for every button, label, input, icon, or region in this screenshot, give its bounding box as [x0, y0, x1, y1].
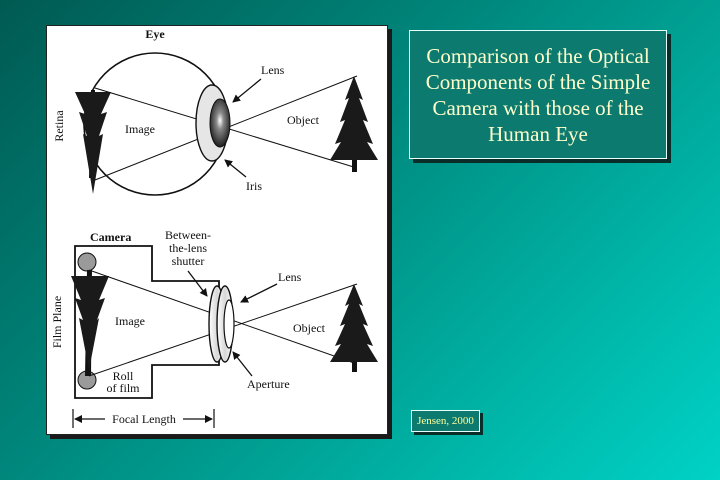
- eye-heading: Eye: [145, 27, 165, 41]
- eye-object-label: Object: [287, 113, 320, 127]
- focal-length-label: Focal Length: [112, 412, 176, 426]
- slide-title: Comparison of the Optical Components of …: [425, 43, 651, 146]
- camera-object-label: Object: [293, 321, 326, 335]
- aperture-label: Aperture: [247, 377, 290, 391]
- film-roll-top: [77, 252, 97, 272]
- shutter-label-line2: the-lens: [169, 241, 207, 255]
- eye-iris-pointer: [224, 159, 247, 178]
- eye-retina-label: Retina: [52, 110, 66, 142]
- diagram-panel: Eye Retina Image Lens Object Iris Camera: [46, 25, 388, 435]
- credit-box: Jensen, 2000: [411, 410, 480, 432]
- shutter-label-line1: Between-: [165, 228, 211, 242]
- camera-aperture-shape: [223, 299, 235, 349]
- eye-lens-label: Lens: [261, 63, 285, 77]
- camera-lens-pointer: [240, 283, 278, 303]
- slide-title-box: Comparison of the Optical Components of …: [409, 30, 667, 159]
- camera-heading: Camera: [90, 230, 131, 244]
- camera-film-plane-label: Film Plane: [50, 296, 64, 348]
- eye-lens-pointer: [232, 78, 262, 103]
- shutter-pointer: [187, 270, 208, 297]
- credit-label: Jensen, 2000: [417, 415, 474, 427]
- roll-label-line2: of film: [107, 381, 141, 395]
- eye-image-label: Image: [125, 122, 155, 136]
- camera-image-label: Image: [115, 314, 145, 328]
- camera-lens-label: Lens: [278, 270, 302, 284]
- eye-object-tree-icon: [330, 76, 378, 172]
- aperture-pointer: [232, 351, 253, 377]
- camera-body: [74, 245, 220, 399]
- camera-object-tree-icon: [330, 284, 378, 372]
- optics-diagram: Eye Retina Image Lens Object Iris Camera: [50, 27, 378, 428]
- eye-iris-label: Iris: [246, 179, 262, 193]
- camera-image-tree-icon: [71, 270, 109, 376]
- roll-label-line1: Roll: [113, 369, 134, 383]
- eye-lens-shape: [209, 98, 231, 148]
- shutter-label-line3: shutter: [172, 254, 205, 268]
- eye-image-tree-icon: [75, 90, 111, 194]
